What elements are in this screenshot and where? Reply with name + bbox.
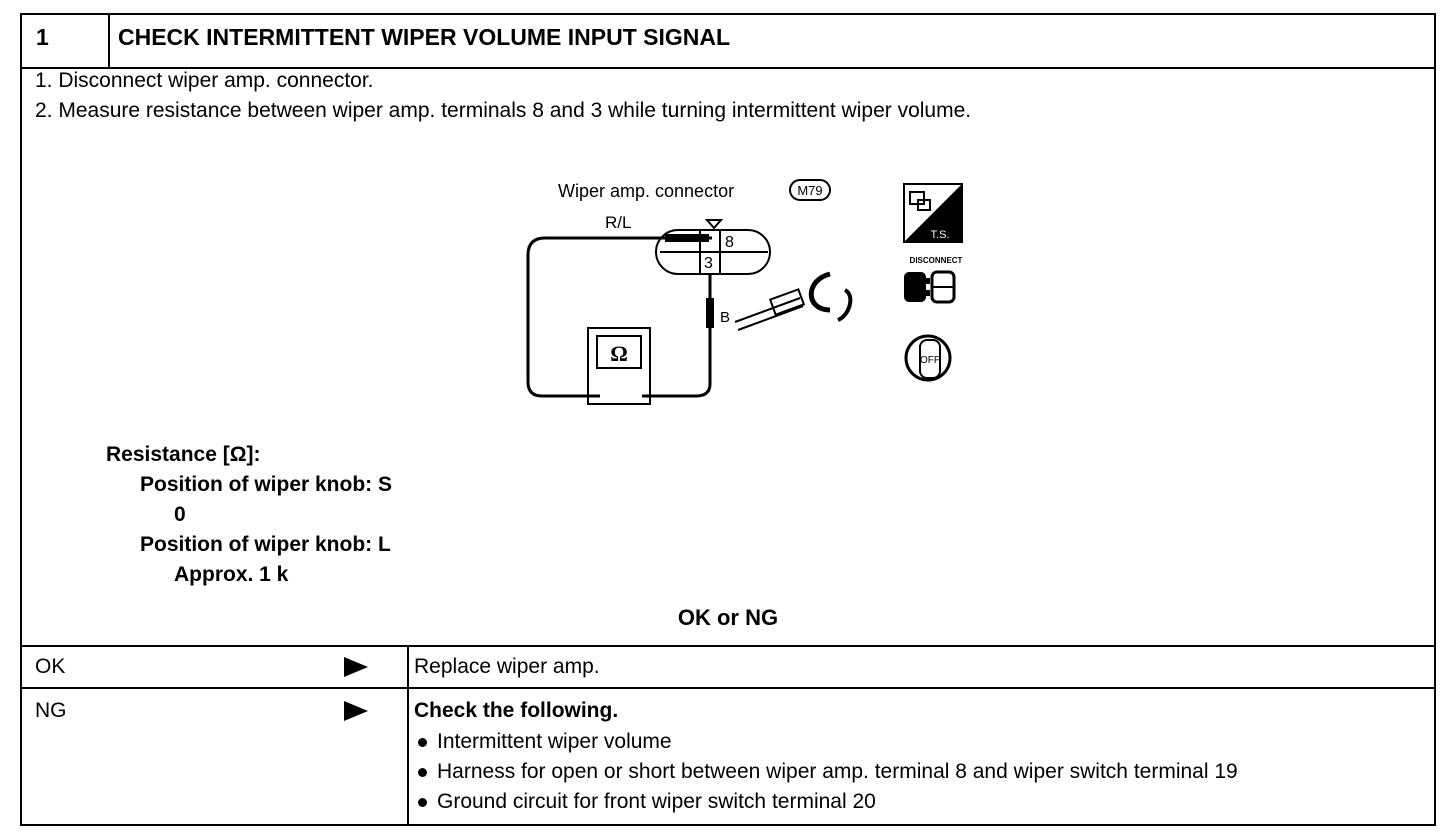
wire-label-b: B: [720, 309, 730, 326]
action-ng-title: Check the following.: [414, 699, 619, 722]
ohmmeter: Ω: [587, 327, 651, 405]
step-header: 1 CHECK INTERMITTENT WIPER VOLUME INPUT …: [22, 15, 1434, 69]
svg-text:T.S.: T.S.: [931, 229, 950, 241]
result-row-ng: NG Check the following. Intermittent wip…: [22, 689, 1434, 824]
svg-text:OFF: OFF: [920, 355, 940, 366]
arrow-right-icon: [344, 657, 368, 677]
disconnect-icon: DISCONNECT: [904, 256, 963, 304]
terminal-8: 8: [725, 234, 734, 251]
column-divider: [407, 647, 409, 687]
test-leads: [526, 236, 712, 398]
ts-icon: T.S.: [903, 183, 963, 243]
result-row-ok: OK Replace wiper amp.: [22, 647, 1434, 689]
resistance-heading: Resistance [Ω]:: [106, 443, 261, 466]
probe-b: [706, 298, 714, 328]
list-item: Harness for open or short between wiper …: [414, 757, 1238, 787]
arrow-right-icon: [344, 701, 368, 721]
wire-label-rl: R/L: [605, 213, 631, 232]
ohm-symbol: Ω: [610, 341, 628, 366]
svg-text:DISCONNECT: DISCONNECT: [910, 256, 963, 265]
connector-code-badge: M79: [789, 179, 831, 201]
connector-body: [655, 219, 771, 275]
list-item: Intermittent wiper volume: [414, 727, 1238, 757]
position-l-value: Approx. 1 k: [174, 563, 289, 586]
step-title: CHECK INTERMITTENT WIPER VOLUME INPUT SI…: [118, 24, 731, 50]
bullet-icon: [418, 737, 427, 747]
ignition-off-icon: OFF: [904, 334, 952, 382]
wiring-diagram: Wiper amp. connector M79 R/L B 8 3 Ω: [526, 179, 963, 405]
condition-ok: OK: [35, 655, 66, 678]
diagnostic-procedure-frame: 1 CHECK INTERMITTENT WIPER VOLUME INPUT …: [20, 13, 1436, 826]
svg-text:M79: M79: [797, 183, 822, 198]
probe-r-l: [665, 234, 709, 242]
result-table: OK Replace wiper amp. NG Check the follo…: [22, 645, 1434, 824]
wiper-knob-icon: [734, 271, 853, 331]
position-s-label: Position of wiper knob: S: [140, 473, 392, 496]
action-ok: Replace wiper amp.: [414, 655, 600, 678]
terminal-3: 3: [704, 255, 713, 272]
position-s-value: 0: [174, 503, 186, 526]
position-l-label: Position of wiper knob: L: [140, 533, 391, 556]
bullet-icon: [418, 797, 427, 807]
instruction-1: 1. Disconnect wiper amp. connector.: [35, 69, 374, 92]
list-item: Ground circuit for front wiper switch te…: [414, 787, 1238, 817]
instruction-2: 2. Measure resistance between wiper amp.…: [35, 99, 972, 122]
step-number: 1: [22, 15, 110, 67]
column-divider: [407, 689, 409, 824]
condition-ng: NG: [35, 699, 67, 722]
bullet-icon: [418, 767, 427, 777]
result-heading: OK or NG: [677, 605, 779, 630]
connector-label: Wiper amp. connector: [558, 181, 734, 201]
action-ng: Check the following. Intermittent wiper …: [414, 699, 1238, 817]
